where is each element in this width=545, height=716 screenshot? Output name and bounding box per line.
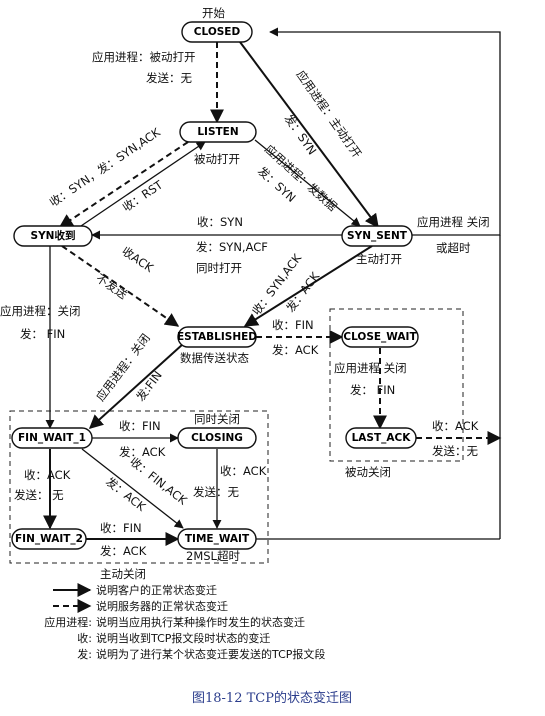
label-passive-close: 被动关闭 [345, 465, 391, 479]
label-closed-listen-1: 应用进程：被动打开 [92, 50, 196, 64]
label-synsent-synrcvd-2: 发：SYN,ACF [196, 240, 268, 254]
state-closing: CLOSING [177, 427, 257, 449]
label-fw2-tw-2: 发：ACK [100, 544, 147, 558]
label-simul-close: 同时关闭 [194, 412, 240, 426]
label-la-closed-2: 发送：无 [432, 444, 478, 458]
state-closed: CLOSED [181, 21, 253, 43]
label-fw1-tw-2: 发：ACK [103, 474, 148, 514]
state-listen-label: LISTEN [197, 126, 238, 138]
state-syn-rcvd-label: SYN收到 [31, 229, 76, 242]
legend-app-key: 应用进程: [44, 615, 92, 629]
state-fin-wait-1-label: FIN_WAIT_1 [18, 432, 86, 444]
closed-to-synsent-arrow [239, 41, 379, 229]
synrcvd-to-listen-arrow [77, 141, 206, 229]
legend-app-desc: 说明当应用执行某种操作时发生的状态变迁 [96, 615, 305, 629]
state-listen: LISTEN [179, 121, 257, 143]
listen-to-synsent-arrow [254, 139, 361, 227]
passive-close-group-box [329, 308, 464, 462]
label-closed-synsent-2: 发：SYN [282, 112, 320, 158]
label-closing-tw-2: 发送：无 [193, 485, 239, 499]
state-time-wait: TIME_WAIT [177, 528, 257, 550]
label-active-open: 主动打开 [356, 252, 402, 266]
figure-caption: 图18-12 TCP的状态变迁图 [192, 690, 352, 706]
label-la-closed-1: 收：ACK [432, 419, 479, 433]
label-2msl: 2MSL超时 [186, 549, 240, 563]
label-synrcvd-est-2: 不发送 [93, 271, 130, 302]
label-synrcvd-est-1: 收ACK [119, 244, 156, 275]
state-syn-sent-label: SYN_SENT [347, 230, 408, 242]
label-active-close: 主动关闭 [100, 567, 146, 581]
state-closing-label: CLOSING [191, 432, 243, 444]
label-closed-listen-2: 发送：无 [146, 71, 192, 85]
label-cw-la-1: 应用进程 关闭 [334, 361, 407, 375]
label-fw1-closing-2: 发：ACK [119, 445, 166, 459]
legend-recv-key: 收: [77, 631, 92, 645]
label-synsent-close-2: 或超时 [436, 241, 471, 255]
label-synrcvd-fw1-1: 应用进程：关闭 [0, 304, 81, 318]
state-last-ack-label: LAST_ACK [352, 432, 412, 444]
synrcvd-to-established-arrow [61, 245, 180, 327]
state-syn-sent: SYN_SENT [341, 225, 413, 247]
label-est-cw-2: 发：ACK [272, 343, 319, 357]
label-synrcvd-fw1-2: 发： FIN [20, 327, 65, 341]
legend-send-desc: 说明为了进行某个状态变迁要发送的TCP报文段 [96, 647, 325, 661]
legend-server: 说明服务器的正常状态变迁 [96, 599, 228, 613]
label-fw1-fw2-1: 收：ACK [24, 468, 71, 482]
state-fin-wait-1: FIN_WAIT_1 [11, 427, 93, 449]
legend-send-key: 发: [77, 647, 92, 661]
listen-to-synrcvd-arrow [58, 141, 189, 228]
state-fin-wait-2-label: FIN_WAIT_2 [15, 533, 83, 545]
legend-recv-desc: 说明当收到TCP报文段时状态的变迁 [96, 631, 270, 645]
active-close-group-box [9, 410, 269, 564]
label-synsent-close-1: 应用进程 关闭 [417, 215, 490, 229]
label-fw2-tw-1: 收：FIN [100, 521, 142, 535]
finwait1-to-timewait-arrow [81, 448, 184, 529]
state-syn-rcvd: SYN收到 [13, 225, 93, 247]
label-simul-open: 同时打开 [196, 261, 242, 275]
state-time-wait-label: TIME_WAIT [185, 533, 250, 545]
label-listen-passive: 被动打开 [194, 152, 240, 166]
label-synsent-synrcvd-1: 收：SYN [197, 215, 243, 229]
established-to-finwait1-arrow [88, 343, 184, 429]
state-established: ESTABLISHED [177, 326, 257, 348]
state-established-label: ESTABLISHED [177, 331, 257, 343]
state-close-wait: CLOSE_WAIT [341, 326, 419, 348]
state-close-wait-label: CLOSE_WAIT [343, 331, 417, 343]
label-est-cw-1: 收：FIN [272, 318, 314, 332]
start-label: 开始 [202, 6, 225, 20]
label-est-data: 数据传送状态 [180, 351, 249, 365]
state-fin-wait-2: FIN_WAIT_2 [11, 528, 87, 550]
state-last-ack: LAST_ACK [345, 427, 417, 449]
legend-client: 说明客户的正常状态变迁 [96, 583, 217, 597]
label-fw1-closing-1: 收：FIN [119, 419, 161, 433]
label-cw-la-2: 发： FIN [350, 383, 395, 397]
label-closing-tw-1: 收：ACK [220, 464, 267, 478]
state-closed-label: CLOSED [194, 26, 241, 38]
synsent-to-closed-arrow [269, 27, 501, 236]
label-fw1-fw2-2: 发送： 无 [14, 488, 64, 502]
synsent-to-established-arrow [243, 245, 373, 327]
